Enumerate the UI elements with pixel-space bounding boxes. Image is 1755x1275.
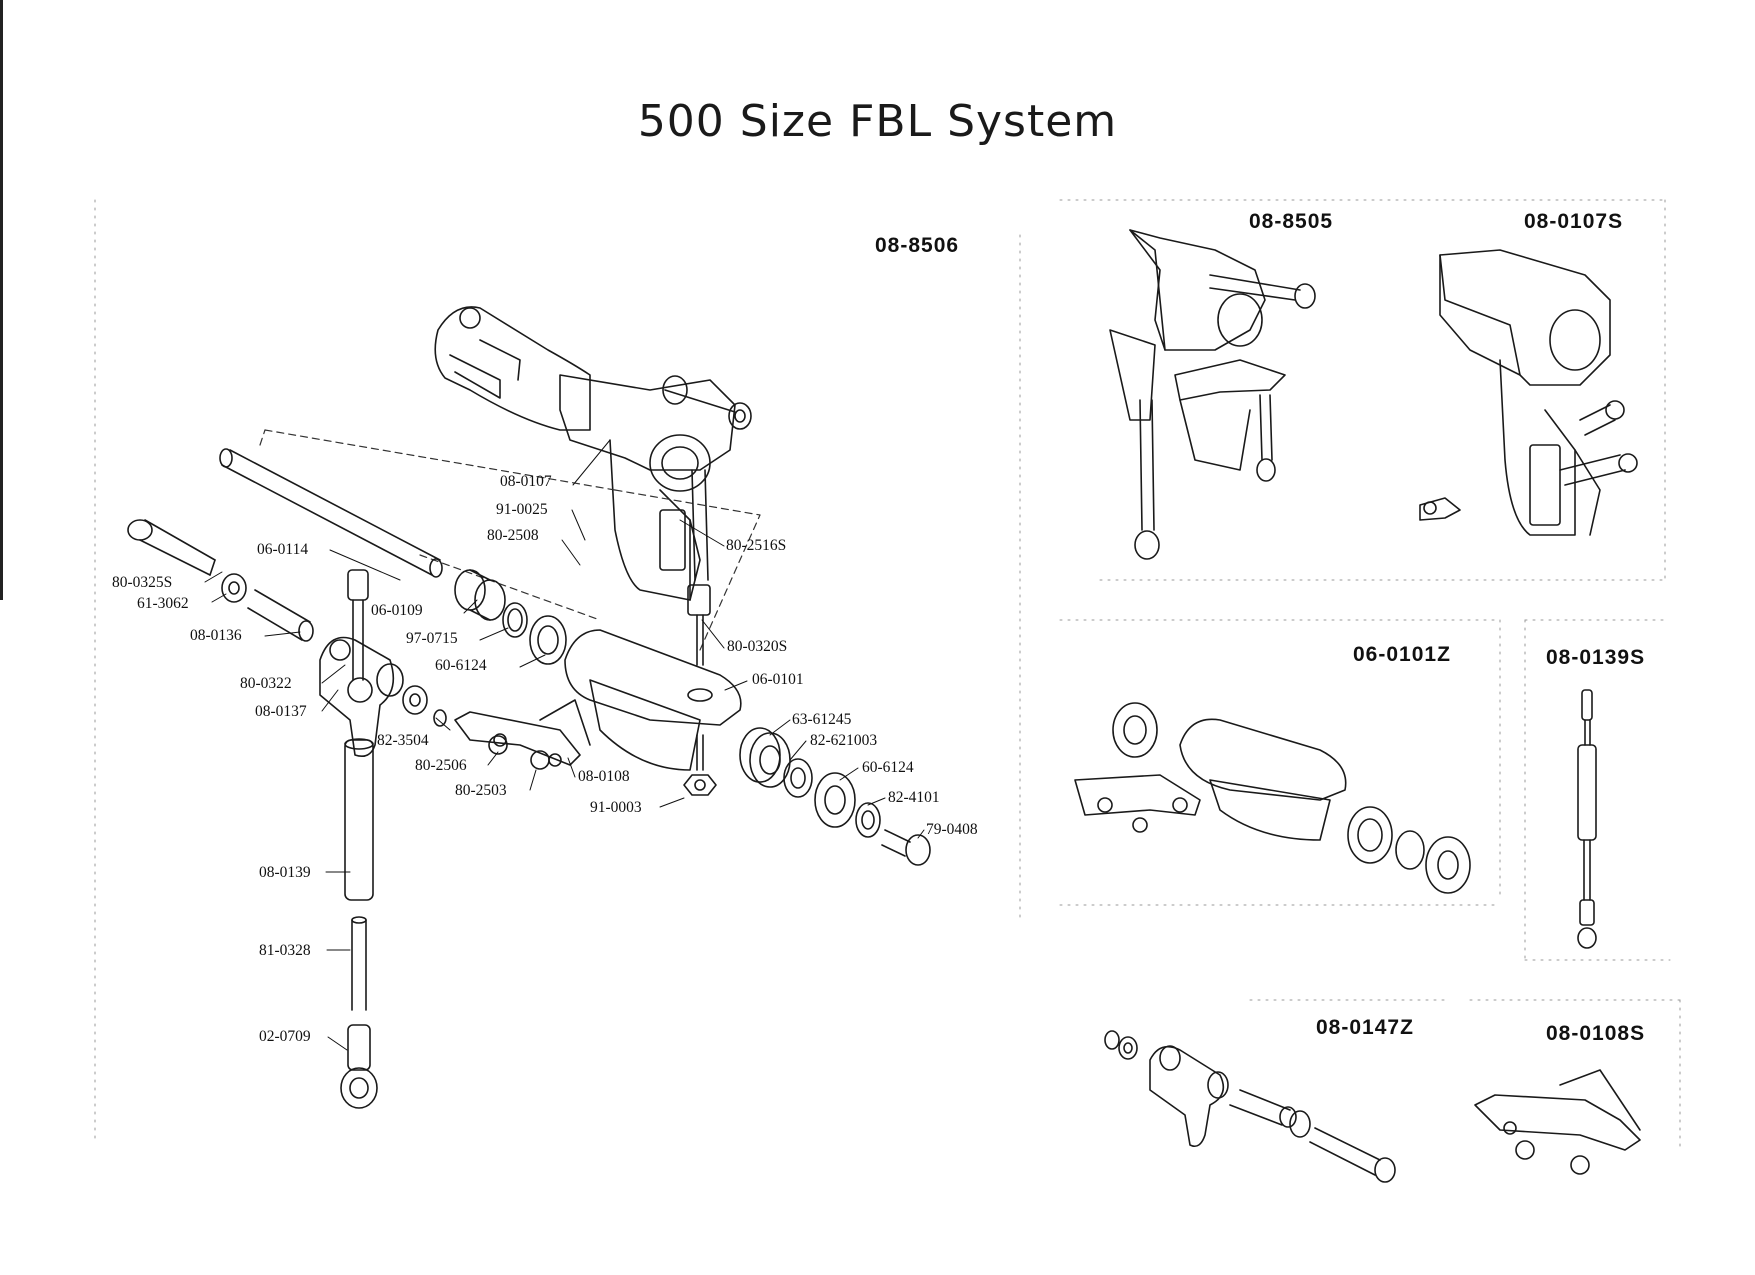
assembly-guide-lines	[259, 429, 761, 651]
pushrod-threaded-rod	[351, 916, 367, 1011]
outer-shim	[855, 802, 881, 838]
part-label-p23: 82-4101	[888, 789, 940, 806]
part-label-p12: 80-0320S	[727, 638, 787, 655]
part-label-p10: 97-0715	[406, 630, 458, 647]
scan-edge	[0, 0, 3, 600]
leader-lines	[204, 439, 925, 1051]
lock-nut	[683, 774, 717, 796]
part-label-p5: 06-0114	[257, 541, 308, 558]
part-label-p16: 82-3504	[377, 732, 429, 749]
part-label-p4: 80-2516S	[726, 537, 786, 554]
part-label-p2: 91-0025	[496, 501, 548, 518]
part-label-p26: 08-0139	[259, 864, 311, 881]
part-label-p22: 60-6124	[862, 759, 914, 776]
part-label-p11: 60-6124	[435, 657, 487, 674]
part-label-p20: 63-61245	[792, 711, 852, 728]
kit-drawing-pushrod	[1577, 689, 1597, 949]
thrust-washer	[502, 602, 528, 638]
kit-drawing-arm	[1474, 1069, 1641, 1175]
kit-label-head-set: 08-8505	[1249, 210, 1334, 233]
outer-radial-bearing	[814, 772, 856, 828]
page-title: 500 Size FBL System	[637, 96, 1118, 147]
part-label-p25: 91-0003	[590, 799, 642, 816]
part-label-p21: 82-621003	[810, 732, 877, 749]
outer-washer	[783, 758, 813, 798]
blade-bolt-vertical	[687, 469, 711, 771]
radial-bearing-inner	[529, 615, 567, 665]
long-bolt-left	[127, 519, 216, 576]
part-label-p18: 80-2503	[455, 782, 507, 799]
kit-label-arm: 08-0108S	[1546, 1022, 1646, 1045]
head-block	[559, 374, 736, 601]
part-label-p13: 06-0101	[752, 671, 804, 688]
kit-label-pushrod: 08-0139S	[1546, 646, 1646, 669]
spindle-bolt-top	[662, 375, 752, 430]
kit-drawing-grip-set	[1074, 702, 1471, 894]
kit-label-head-block: 08-0107S	[1524, 210, 1624, 233]
part-label-p28: 02-0709	[259, 1028, 311, 1045]
pushrod-tube	[344, 738, 374, 901]
grip-bolt	[881, 829, 931, 866]
panel-frames	[94, 199, 1681, 1151]
damper-bushing	[454, 569, 506, 621]
part-label-p27: 81-0328	[259, 942, 311, 959]
mixing-arm	[454, 699, 591, 767]
part-label-p15: 08-0137	[255, 703, 307, 720]
top-blade-grip	[434, 306, 591, 431]
part-label-p19: 08-0108	[578, 768, 630, 785]
arm-bolts	[488, 735, 550, 770]
kit-label-washout: 08-0147Z	[1316, 1016, 1414, 1039]
kit-drawing-head-block	[1419, 249, 1638, 536]
ball-link-end	[340, 1024, 378, 1109]
part-label-p1: 08-0107	[500, 473, 552, 490]
bushing-left	[221, 573, 247, 603]
part-label-p7: 61-3062	[137, 595, 189, 612]
small-washers	[402, 685, 447, 727]
kit-drawing-head-set	[1109, 229, 1316, 560]
part-label-p6: 80-0325S	[112, 574, 172, 591]
yoke-bolt-vertical	[347, 569, 369, 681]
part-label-p14: 80-0322	[240, 675, 292, 692]
part-label-p17: 80-2506	[415, 757, 467, 774]
spacer-tube-left	[247, 589, 314, 642]
part-label-p3: 80-2508	[487, 527, 539, 544]
lower-blade-grip	[564, 629, 742, 771]
kit-drawing-washout	[1104, 1030, 1396, 1183]
kit-label-grip-set: 06-0101Z	[1353, 643, 1451, 666]
outer-thrust-bearing	[739, 727, 791, 788]
washout-yoke	[319, 636, 404, 758]
part-label-p8: 08-0136	[190, 627, 242, 644]
part-label-p9: 06-0109	[371, 602, 423, 619]
part-label-p24: 79-0408	[926, 821, 978, 838]
spindle-shaft	[219, 448, 443, 578]
kit-label-main: 08-8506	[875, 234, 960, 257]
part-labels: 08-0107 91-0025 80-2508 80-2516S 06-0114…	[112, 473, 978, 1045]
